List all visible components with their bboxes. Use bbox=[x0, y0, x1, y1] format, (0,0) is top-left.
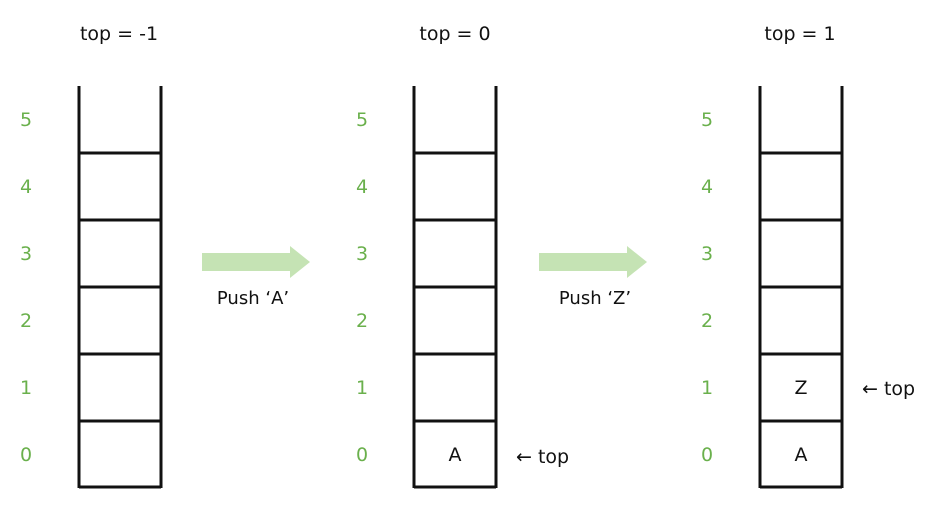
stack-1-index-1: 1 bbox=[20, 377, 32, 399]
stack-group-3: top = 1 5 4 3 2 1 0 Z A ← top bbox=[701, 23, 915, 489]
operation-2-label: Push ‘Z’ bbox=[559, 288, 631, 309]
stack-2-index-2: 2 bbox=[356, 310, 368, 332]
stack-2-index-4: 4 bbox=[356, 176, 368, 198]
stack-3-top-pointer: ← top bbox=[862, 378, 915, 400]
stack-1-top-title: top = -1 bbox=[80, 23, 158, 45]
stack-1-index-4: 4 bbox=[20, 176, 32, 198]
operation-2: Push ‘Z’ bbox=[539, 246, 647, 309]
stack-2-indices: 5 4 3 2 1 0 bbox=[356, 109, 368, 466]
stack-3-index-1: 1 bbox=[701, 377, 713, 399]
stack-1-index-2: 2 bbox=[20, 310, 32, 332]
right-arrow-icon bbox=[202, 246, 310, 278]
stack-2-cell-0-value: A bbox=[449, 444, 462, 466]
stack-2-container bbox=[412, 86, 498, 489]
stack-group-2: top = 0 5 4 3 2 1 0 A ← top bbox=[356, 23, 569, 489]
stack-2-top-title: top = 0 bbox=[419, 23, 490, 45]
stack-2-index-3: 3 bbox=[356, 243, 368, 265]
stack-3-index-3: 3 bbox=[701, 243, 713, 265]
stack-2-index-5: 5 bbox=[356, 109, 368, 131]
stack-1-index-5: 5 bbox=[20, 109, 32, 131]
stack-2-top-pointer: ← top bbox=[516, 446, 569, 468]
stack-1-container bbox=[77, 86, 163, 489]
stack-3-cell-1-value: Z bbox=[794, 377, 807, 399]
stack-3-index-5: 5 bbox=[701, 109, 713, 131]
stack-3-indices: 5 4 3 2 1 0 bbox=[701, 109, 713, 466]
stack-3-top-title: top = 1 bbox=[764, 23, 835, 45]
stack-1-index-3: 3 bbox=[20, 243, 32, 265]
operation-1-label: Push ‘A’ bbox=[217, 288, 289, 309]
stack-1-index-0: 0 bbox=[20, 444, 32, 466]
stack-1-indices: 5 4 3 2 1 0 bbox=[20, 109, 32, 466]
right-arrow-icon bbox=[539, 246, 647, 278]
stack-2-index-1: 1 bbox=[356, 377, 368, 399]
stack-group-1: top = -1 5 4 3 2 1 0 bbox=[20, 23, 163, 489]
stack-3-cell-0-value: A bbox=[795, 444, 808, 466]
stack-3-index-0: 0 bbox=[701, 444, 713, 466]
stack-3-index-2: 2 bbox=[701, 310, 713, 332]
operation-1: Push ‘A’ bbox=[202, 246, 310, 309]
stack-3-container bbox=[758, 86, 844, 489]
stack-3-index-4: 4 bbox=[701, 176, 713, 198]
stack-2-index-0: 0 bbox=[356, 444, 368, 466]
